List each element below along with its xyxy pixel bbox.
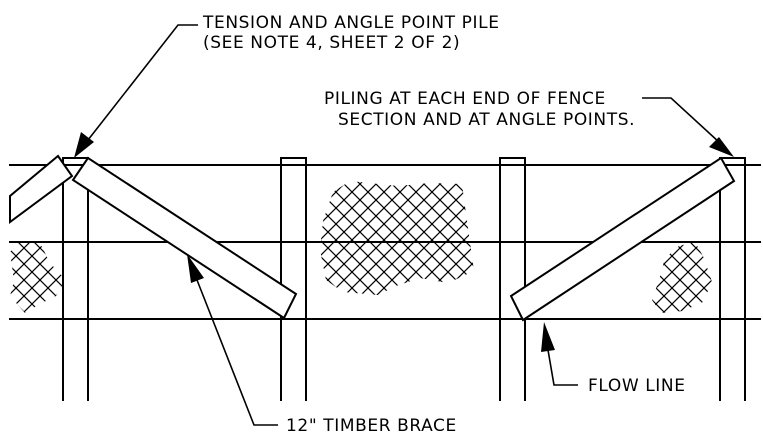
flow-line-leader bbox=[541, 322, 578, 386]
flow-line-label: FLOW LINE bbox=[588, 376, 686, 396]
end-pile bbox=[719, 157, 746, 401]
fence-pile-2 bbox=[280, 157, 307, 401]
timber-brace-right bbox=[509, 156, 736, 322]
tension-pile-label-line1: TENSION AND ANGLE POINT PILE bbox=[202, 13, 500, 33]
timber-brace-leader bbox=[187, 254, 278, 426]
chain-link-mesh-left bbox=[10, 243, 66, 313]
timber-brace-left bbox=[71, 156, 298, 320]
piling-leader bbox=[642, 97, 734, 157]
piling-label-line1: PILING AT EACH END OF FENCE bbox=[324, 89, 606, 109]
timber-brace-label: 12" TIMBER BRACE bbox=[286, 416, 457, 435]
left-incoming-brace bbox=[9, 154, 74, 224]
piling-label-line2: SECTION AND AT ANGLE POINTS. bbox=[338, 110, 635, 130]
chain-link-mesh-center bbox=[320, 181, 474, 295]
tension-pile-label-line2: (SEE NOTE 4, SHEET 2 OF 2) bbox=[203, 33, 460, 53]
tension-pile-leader bbox=[74, 24, 198, 158]
fence-pile-3 bbox=[499, 157, 526, 401]
tension-angle-point-pile bbox=[62, 157, 89, 401]
chain-link-mesh-right bbox=[652, 242, 712, 313]
